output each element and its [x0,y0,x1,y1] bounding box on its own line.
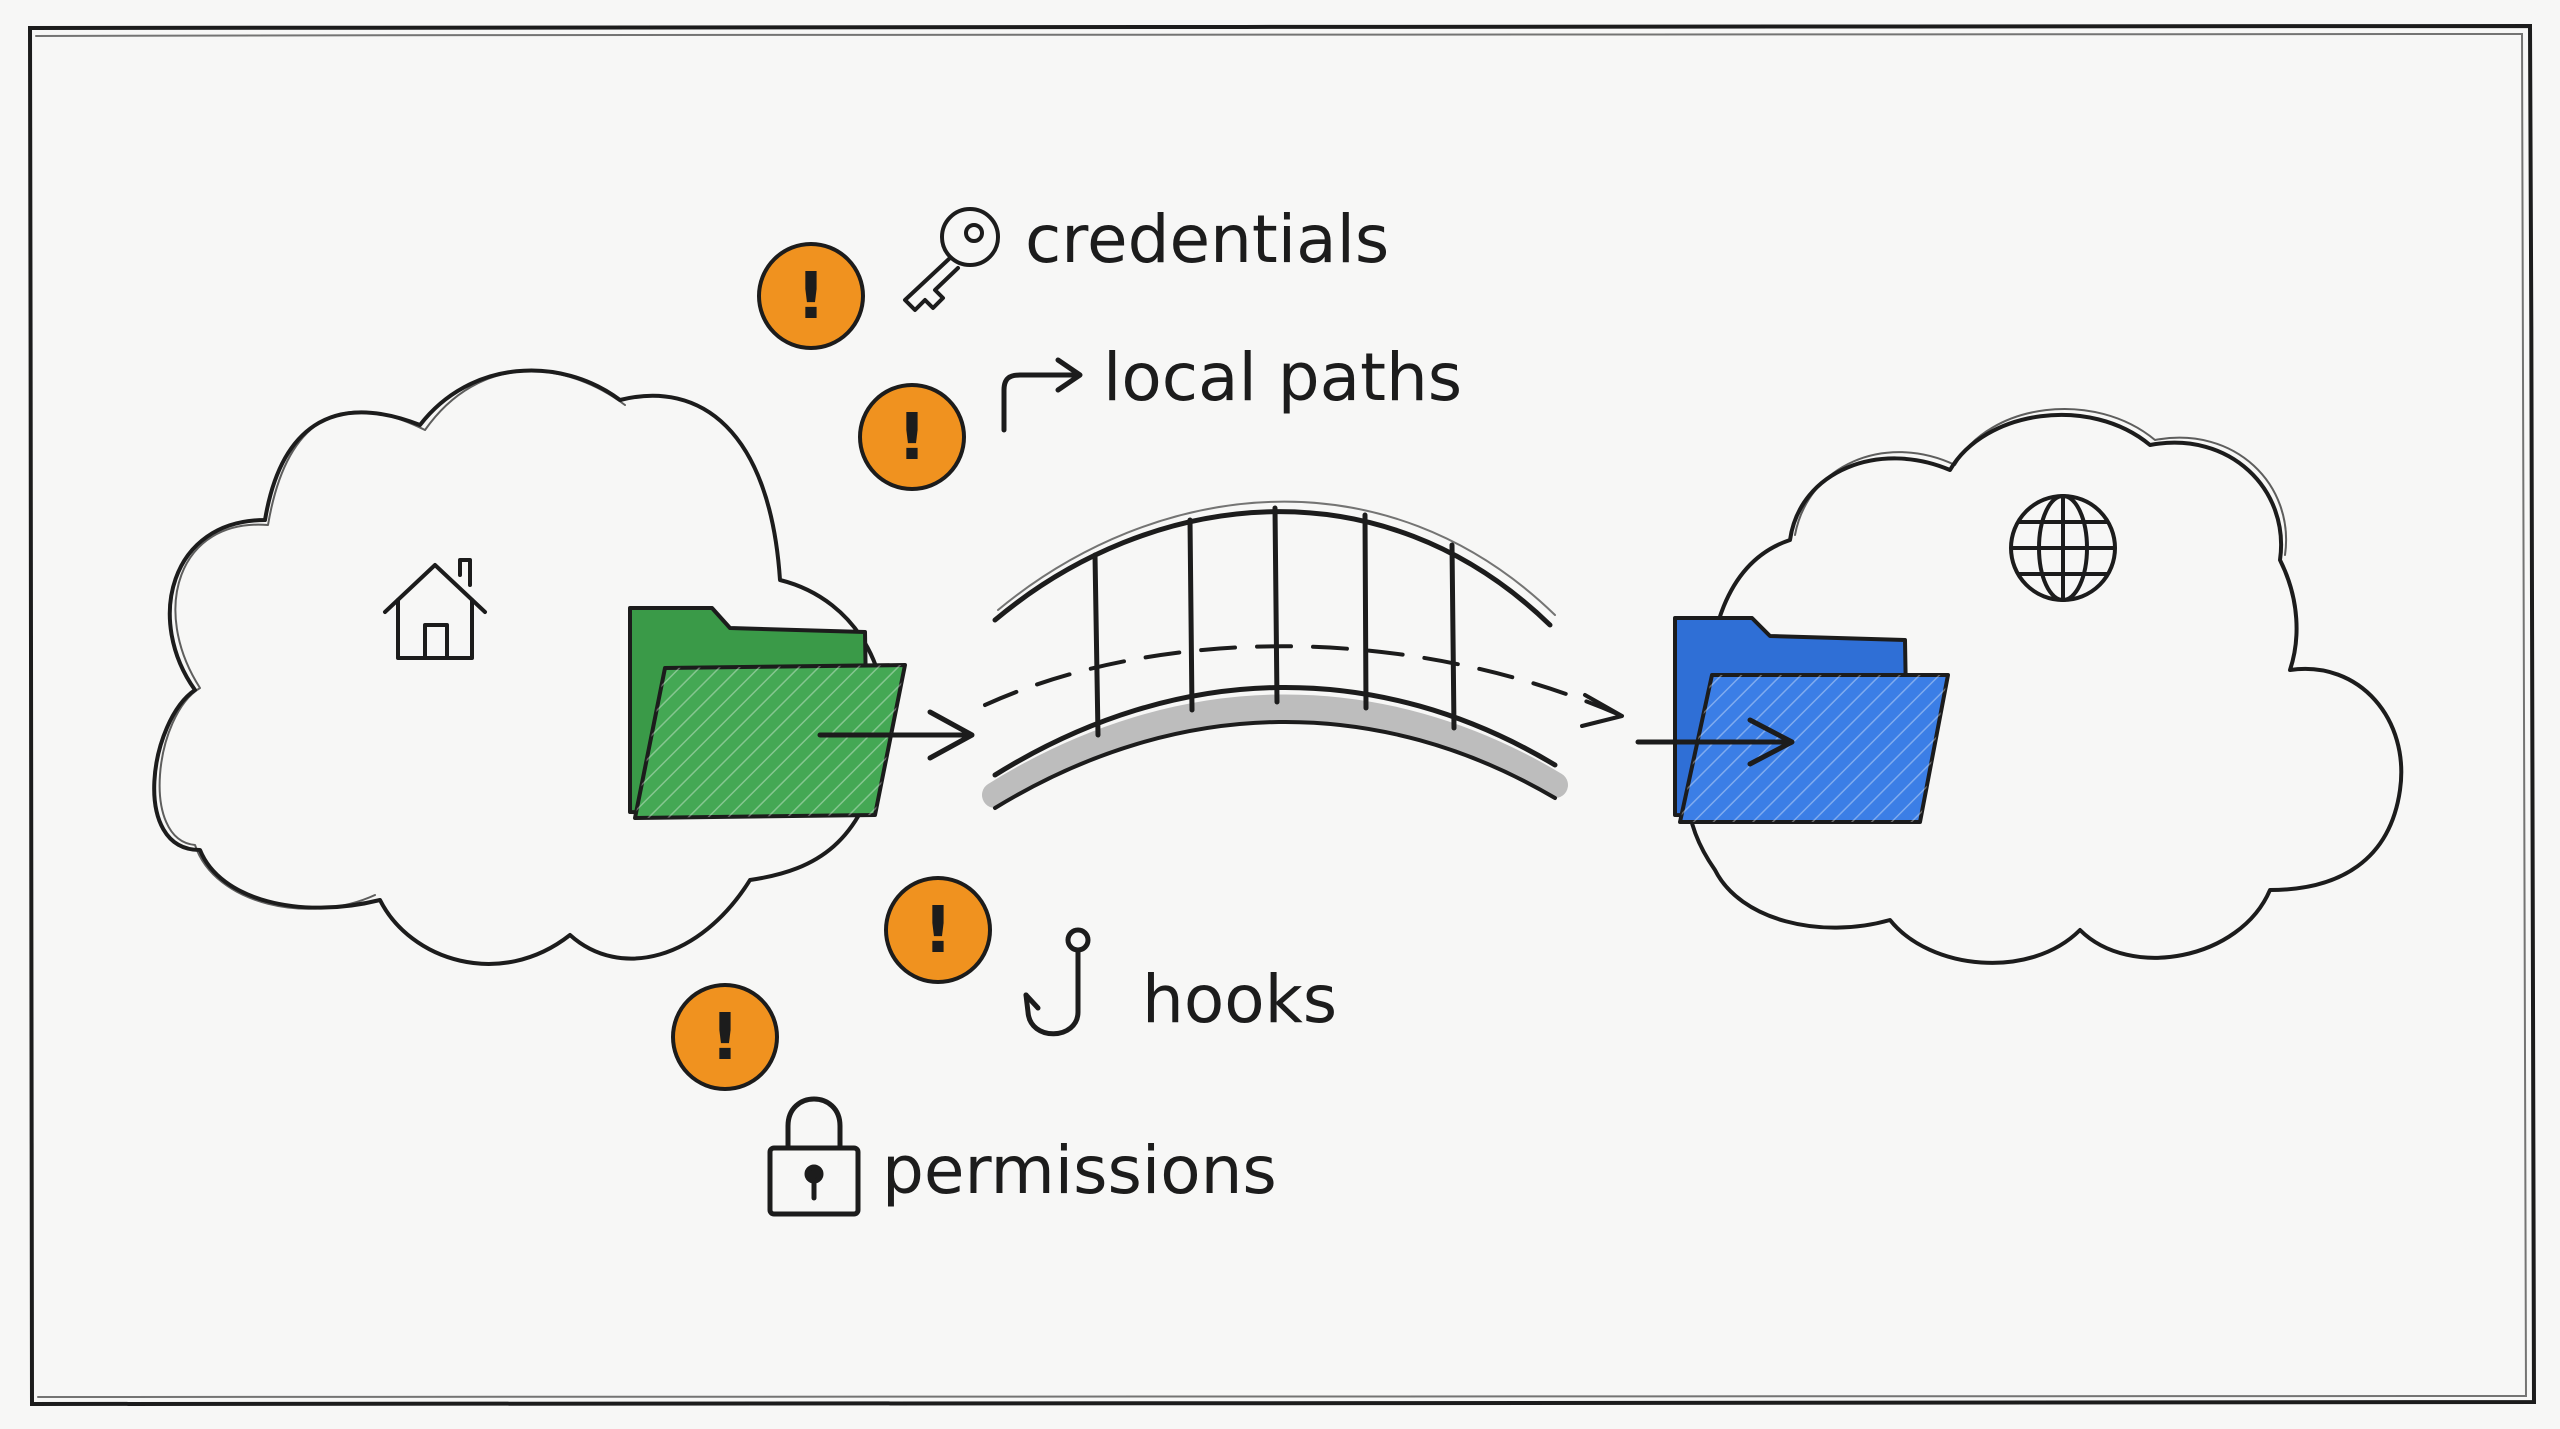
key-icon [903,207,1000,312]
source-folder [628,606,907,820]
destination-cloud [1686,408,2404,965]
warning-icon: ! [897,401,926,475]
credentials-label: credentials [1025,201,1389,278]
globe-icon [2009,494,2117,602]
bridge [982,500,1624,810]
home-icon [383,558,487,660]
permissions-label: permissions [882,1132,1277,1209]
destination-folder-arrow [1635,717,1795,767]
warning-badge-hooks: ! [884,876,992,984]
warning-icon: ! [796,260,825,334]
warning-badge-permissions: ! [671,983,779,1091]
redirect-arrow-icon [1001,357,1083,433]
destination-folder [1673,616,1950,824]
warning-badge-local-paths: ! [858,383,966,491]
warning-icon: ! [710,1001,739,1075]
fishhook-icon [1023,927,1091,1037]
warning-badge-credentials: ! [757,242,865,350]
local-paths-label: local paths [1103,339,1462,416]
source-folder-arrow [817,709,975,761]
warning-icon: ! [923,894,952,968]
padlock-icon [767,1096,861,1217]
hooks-label: hooks [1142,961,1337,1038]
sketch-frame [27,23,2537,1407]
